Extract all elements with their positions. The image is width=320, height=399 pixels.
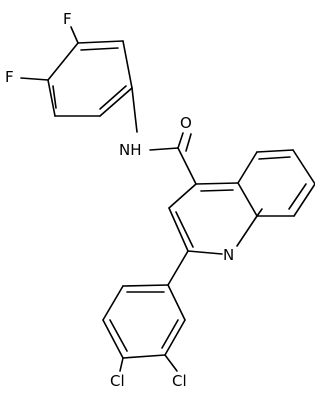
carbonyl-double-bond-b: [185, 133, 192, 152]
aryl-n-bond: [131, 87, 138, 133]
chlorine-label-left: Cl: [110, 372, 125, 390]
fluorine-label-upper: F: [63, 10, 72, 28]
chlorine-label-right: Cl: [172, 372, 187, 390]
c-f-bond-upper: [70, 26, 79, 44]
quinoline-aryl-bond: [167, 250, 189, 286]
c-f-bond-lower: [20, 77, 49, 81]
dichlorophenyl-ring: [102, 284, 186, 359]
difluorophenyl-ring: [47, 40, 133, 117]
carbonyl-double-bond-a: [177, 132, 184, 149]
fluorine-label-lower: F: [5, 68, 14, 86]
quinoline-pyridine-ring: [168, 182, 258, 255]
amide-nh-label: NH: [119, 141, 142, 159]
n-carbonyl-bond: [149, 147, 179, 151]
quinoline-benzo-ring: [237, 149, 315, 217]
carbonyl-c4-bond: [177, 147, 197, 185]
oxygen-label: O: [180, 114, 192, 132]
c-cl-bond-right: [164, 354, 178, 372]
ring-nitrogen-label: N: [223, 246, 234, 264]
c-cl-bond-left: [119, 357, 124, 372]
